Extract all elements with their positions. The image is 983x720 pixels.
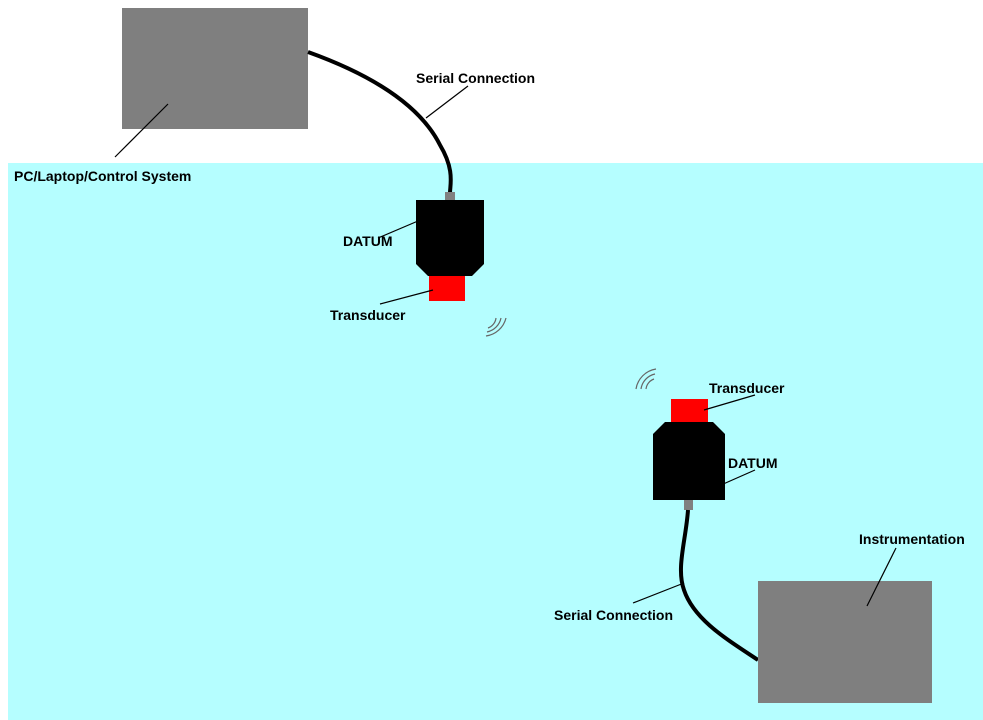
label-datum-bottom: DATUM — [728, 455, 778, 471]
connector-top — [445, 192, 455, 201]
transducer-bottom — [671, 399, 708, 422]
label-serial-connection-bottom: Serial Connection — [554, 607, 673, 623]
transducer-top — [429, 276, 465, 301]
label-instrumentation: Instrumentation — [859, 531, 965, 547]
leader-serial-top — [426, 86, 468, 118]
connector-bottom — [684, 500, 693, 510]
instrumentation-box — [758, 581, 932, 703]
pc-laptop-control-system-box — [122, 8, 308, 129]
label-serial-connection-top: Serial Connection — [416, 70, 535, 86]
datum-body-bottom — [653, 422, 725, 500]
label-pc-laptop-control-system: PC/Laptop/Control System — [14, 168, 191, 184]
label-transducer-top: Transducer — [330, 307, 406, 323]
label-datum-top: DATUM — [343, 233, 393, 249]
datum-body-top — [416, 200, 484, 276]
label-transducer-bottom: Transducer — [709, 380, 785, 396]
